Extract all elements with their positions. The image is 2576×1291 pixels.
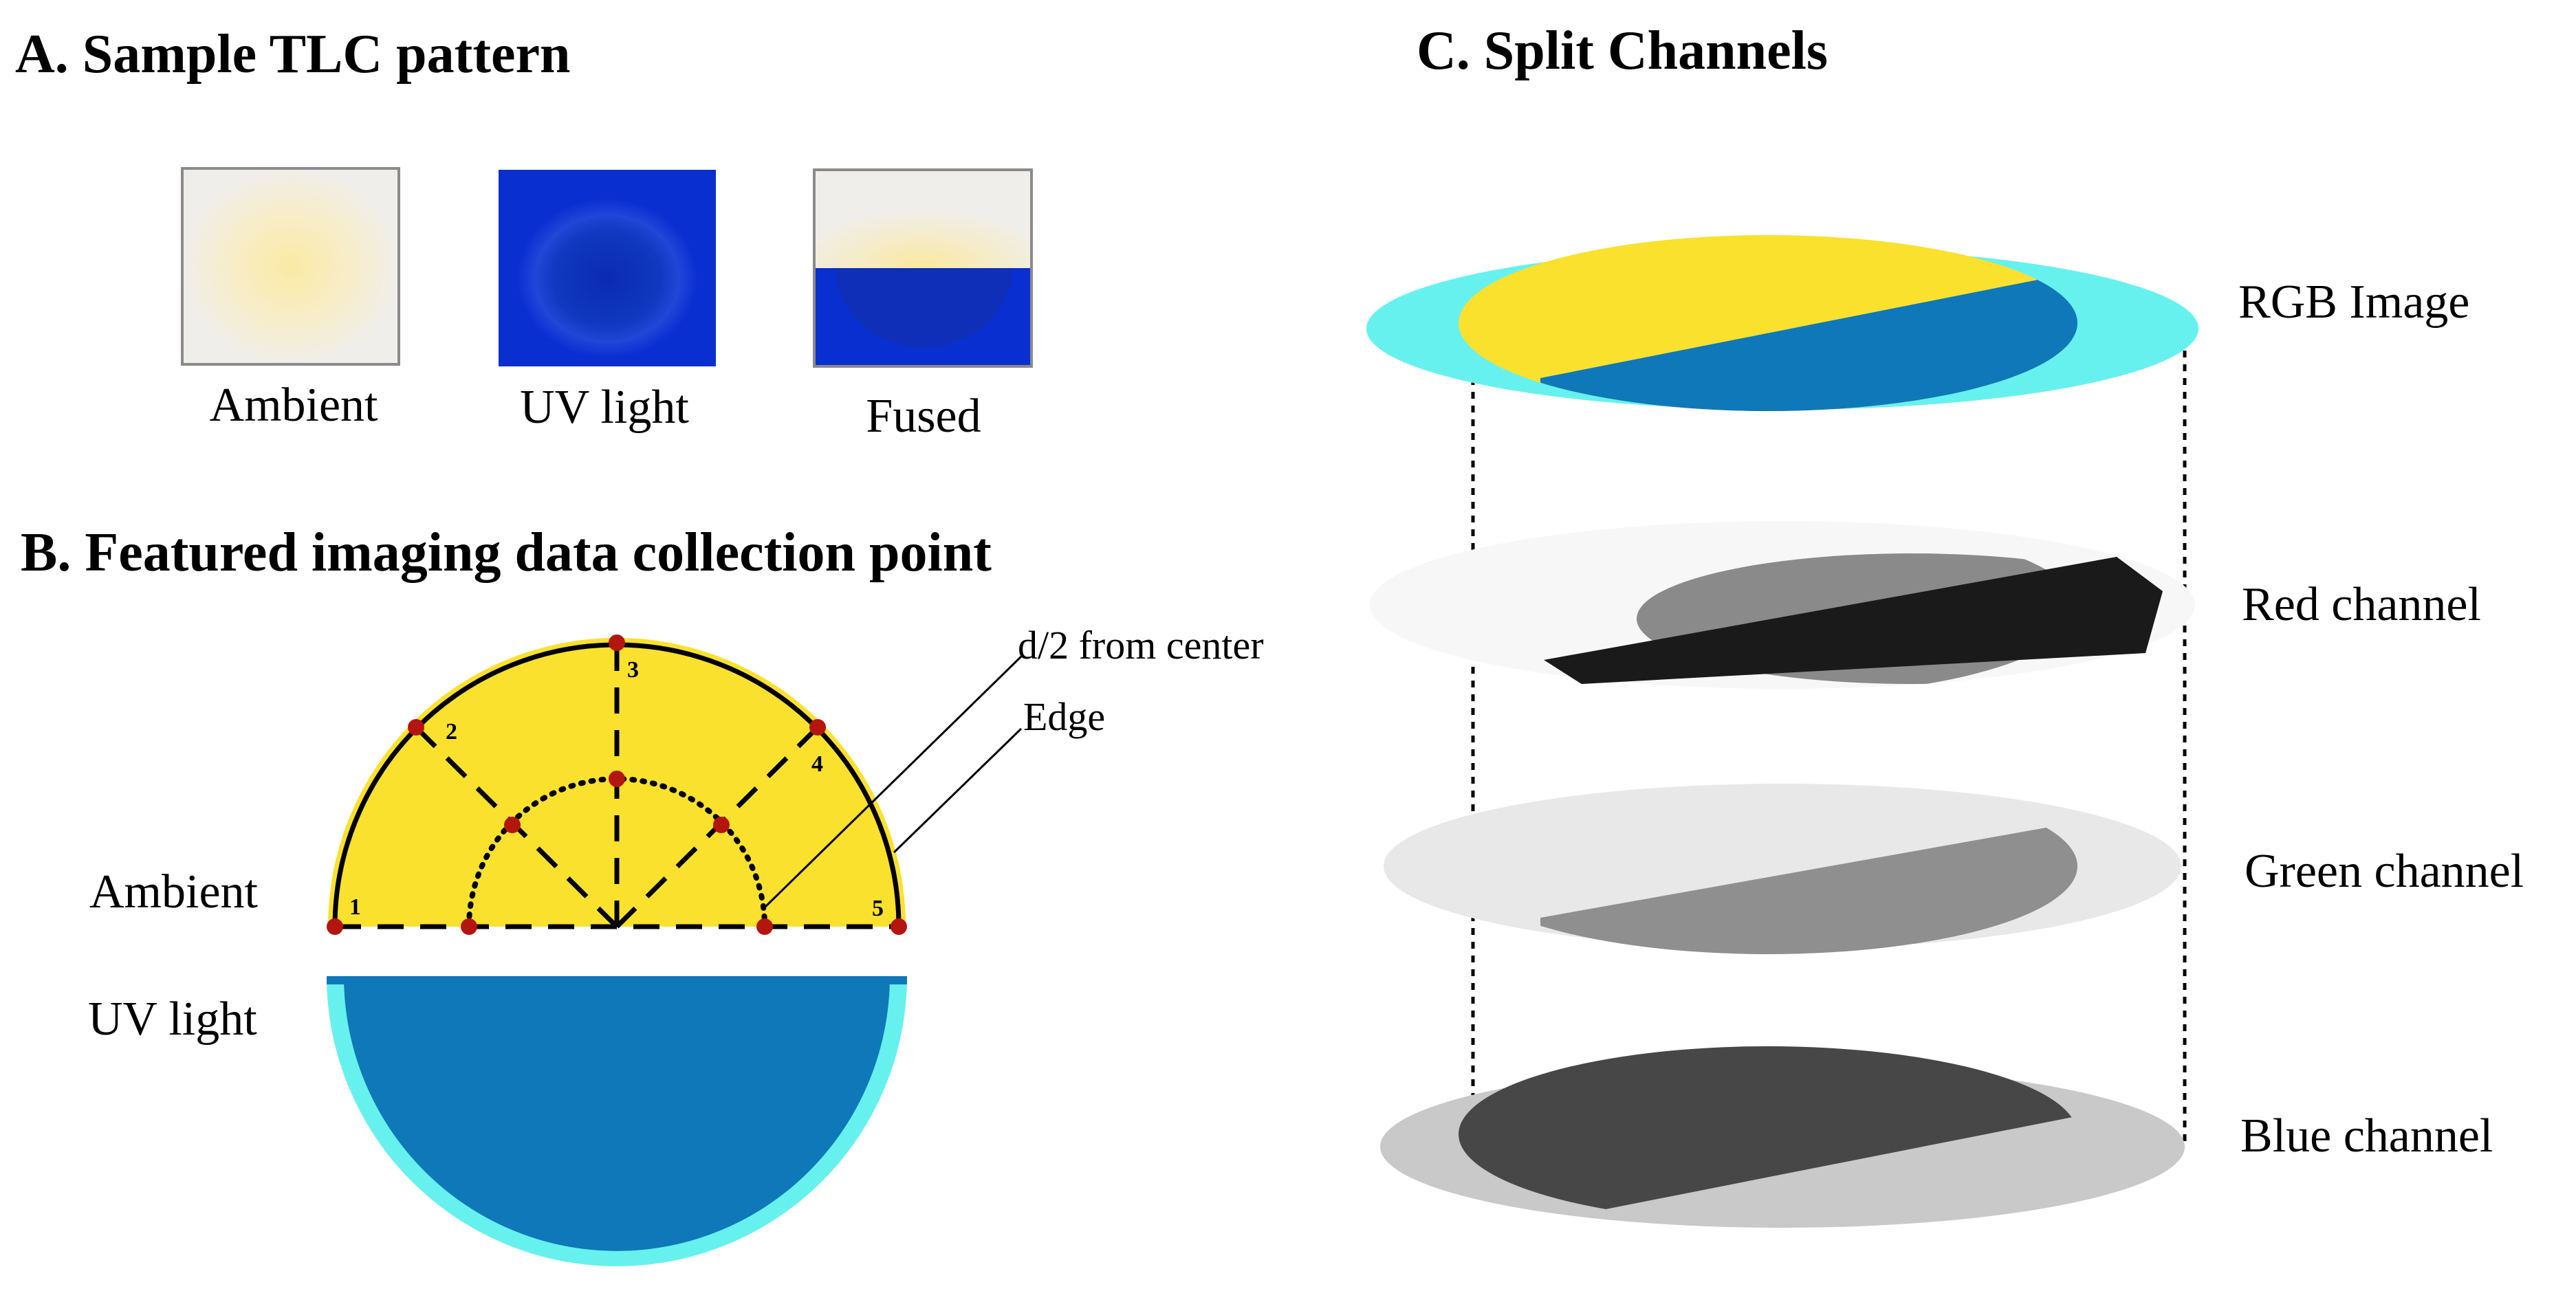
layer-red-channel [1370, 521, 2195, 689]
mid-point-4 [713, 817, 730, 833]
tile-ambient-label: Ambient [210, 379, 379, 432]
edge-point-2 [408, 719, 424, 736]
layer-blue-label: Blue channel [2240, 1110, 2493, 1162]
callout-line-mid [763, 655, 1023, 909]
mid-point-3 [609, 771, 625, 787]
callout-mid-label: d/2 from center [1018, 623, 1264, 667]
panel-b-heading: B. Featured imaging data collection poin… [21, 522, 992, 583]
layer-green-label: Green channel [2245, 845, 2524, 898]
point-number-1: 1 [349, 894, 361, 920]
tile-ambient [181, 167, 400, 366]
uv-light-label: UV light [88, 993, 257, 1046]
edge-point-3 [609, 635, 625, 651]
tile-fused-label: Fused [866, 390, 981, 443]
mid-point-1 [461, 918, 477, 935]
point-number-4: 4 [811, 751, 823, 777]
edge-point-1 [327, 918, 343, 935]
layer-rgb-label: RGB Image [2238, 276, 2469, 329]
layer-blue-channel [1380, 1046, 2185, 1228]
point-number-5: 5 [872, 896, 884, 921]
tile-fused [813, 168, 1033, 368]
uv-half-disc [327, 976, 907, 1266]
panel-a-heading: A. Sample TLC pattern [15, 24, 570, 85]
layer-rgb [1366, 235, 2198, 411]
layer-green-channel [1384, 784, 2181, 954]
mid-point-5 [756, 918, 773, 935]
callout-line-edge [893, 727, 1023, 854]
mid-point-2 [504, 817, 521, 833]
callout-edge-label: Edge [1023, 694, 1105, 739]
point-number-2: 2 [446, 719, 457, 744]
edge-point-5 [891, 918, 907, 935]
collection-points [327, 635, 907, 935]
layer-red-label: Red channel [2242, 578, 2481, 631]
tile-uv-light [499, 170, 716, 366]
ambient-half-disc: 1 2 3 4 5 [327, 635, 1023, 935]
tile-uv-light-label: UV light [520, 381, 689, 434]
point-number-3: 3 [627, 657, 639, 683]
ambient-label: Ambient [89, 865, 259, 918]
panel-c-heading: C. Split Channels [1417, 21, 1828, 81]
edge-point-4 [809, 719, 826, 736]
